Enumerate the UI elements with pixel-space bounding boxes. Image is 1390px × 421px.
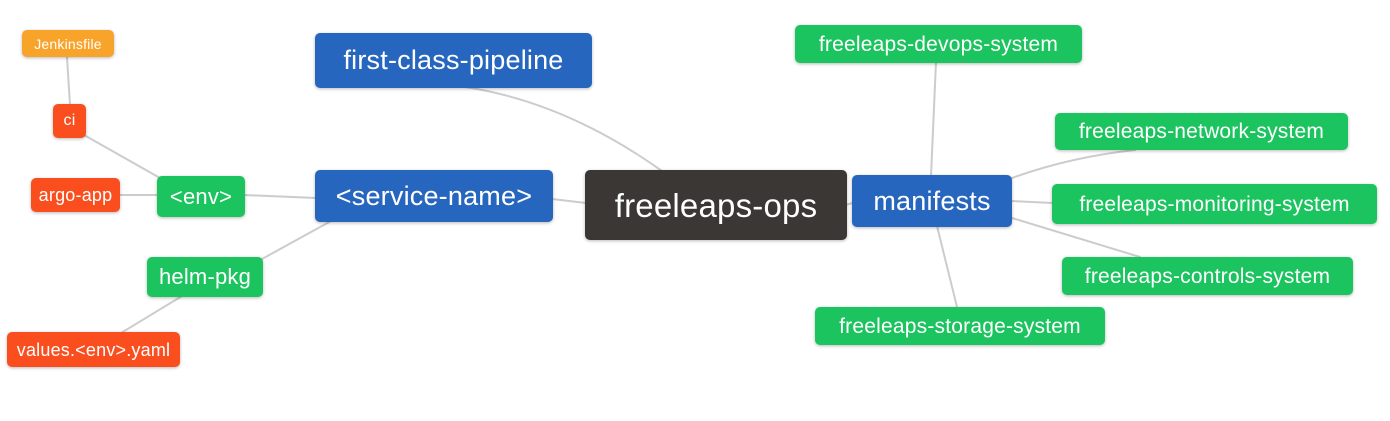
node-label-freeleaps-devops-system: freeleaps-devops-system (818, 32, 1059, 56)
node-env: <env> (157, 176, 245, 217)
edge-service-name-to-helm-pkg (261, 220, 332, 260)
edge-manifests-to-freeleaps-network-system (1011, 149, 1136, 179)
node-service-name: <service-name> (315, 170, 553, 222)
node-label-jenkinsfile: Jenkinsfile (34, 35, 102, 52)
edge-ci-to-env (83, 134, 161, 179)
edge-manifests-to-freeleaps-devops-system (930, 61, 937, 177)
edge-manifests-to-freeleaps-storage-system (936, 225, 958, 308)
node-freeleaps-devops-system: freeleaps-devops-system (795, 25, 1082, 63)
node-label-freeleaps-network-system: freeleaps-network-system (1078, 120, 1325, 143)
node-label-argo-app: argo-app (38, 185, 113, 205)
node-label-helm-pkg: helm-pkg (158, 264, 252, 289)
node-label-manifests: manifests (873, 185, 991, 216)
node-ci: ci (53, 104, 86, 138)
node-freeleaps-storage-system: freeleaps-storage-system (815, 307, 1105, 345)
edge-first-class-pipeline-to-freeleaps-ops (464, 86, 663, 172)
node-label-freeleaps-controls-system: freeleaps-controls-system (1084, 264, 1331, 288)
node-manifests: manifests (852, 175, 1012, 227)
node-freeleaps-ops: freeleaps-ops (585, 170, 847, 240)
edge-jenkinsfile-to-ci (66, 56, 71, 106)
node-label-env: <env> (169, 183, 233, 209)
node-freeleaps-network-system: freeleaps-network-system (1055, 113, 1348, 150)
node-argo-app: argo-app (31, 178, 120, 212)
node-helm-pkg: helm-pkg (147, 257, 263, 297)
node-label-ci: ci (63, 112, 76, 129)
node-jenkinsfile: Jenkinsfile (22, 30, 114, 57)
node-label-values-env-yaml: values.<env>.yaml (16, 339, 171, 360)
node-label-freeleaps-monitoring-system: freeleaps-monitoring-system (1079, 192, 1350, 216)
edge-manifests-to-freeleaps-monitoring-system (1011, 200, 1054, 204)
node-freeleaps-controls-system: freeleaps-controls-system (1062, 257, 1353, 295)
node-values-env-yaml: values.<env>.yaml (7, 332, 180, 367)
node-freeleaps-monitoring-system: freeleaps-monitoring-system (1052, 184, 1377, 224)
edge-manifests-to-freeleaps-controls-system (1011, 217, 1141, 258)
node-label-first-class-pipeline: first-class-pipeline (343, 45, 564, 75)
node-label-freeleaps-storage-system: freeleaps-storage-system (839, 314, 1081, 338)
node-label-service-name: <service-name> (335, 180, 533, 211)
edge-env-to-service-name (243, 194, 317, 199)
edge-helm-pkg-to-values-env-yaml (120, 295, 183, 334)
edge-service-name-to-freeleaps-ops (551, 198, 587, 204)
node-first-class-pipeline: first-class-pipeline (315, 33, 592, 88)
node-label-freeleaps-ops: freeleaps-ops (614, 186, 818, 224)
